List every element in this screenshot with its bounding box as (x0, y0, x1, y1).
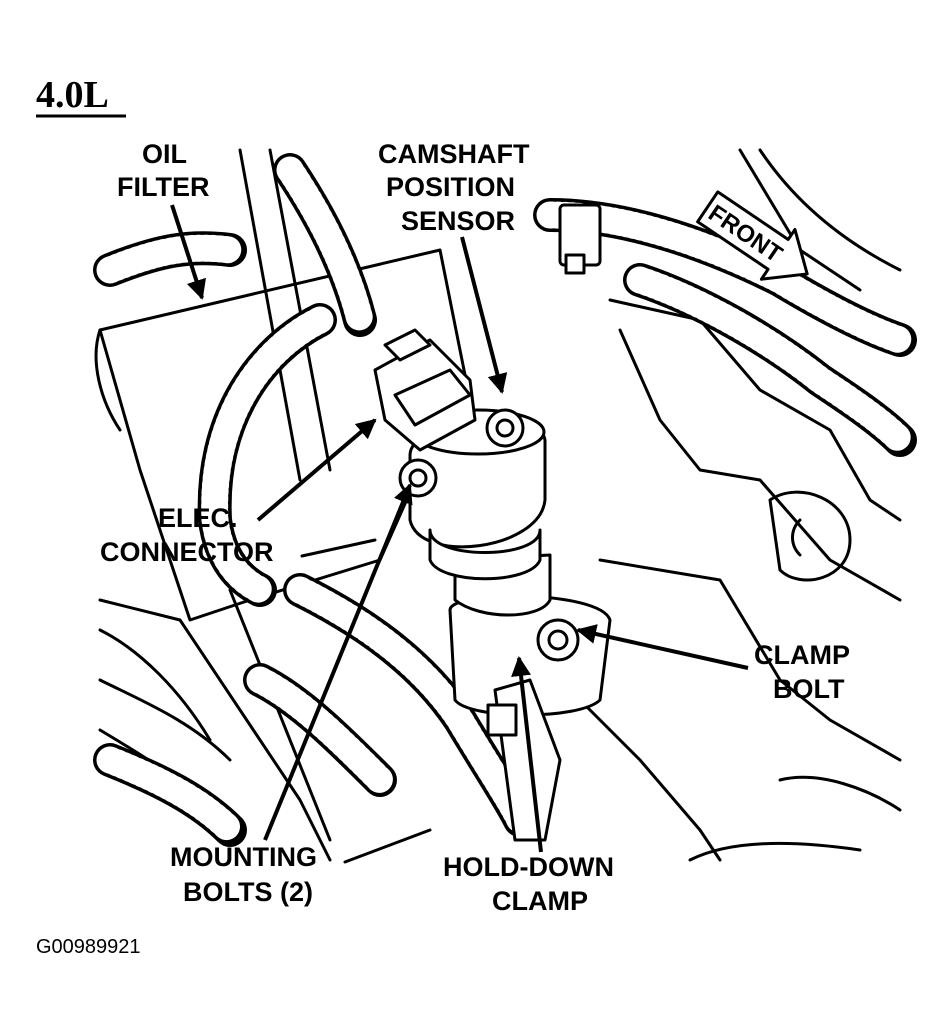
bracket-outline (568, 688, 722, 862)
block-edge-line (238, 148, 302, 482)
elec-connector-tail (300, 538, 377, 558)
bracket-outline (778, 775, 902, 812)
oil-filter-leader (170, 204, 206, 300)
manifold-outline (618, 328, 902, 602)
cps-label-line1: CAMSHAFT (378, 139, 530, 169)
mounting-bolts-label-line1: MOUNTING (170, 842, 317, 872)
oil-filter-label-line2: FILTER (117, 172, 209, 202)
block-edge-line (268, 148, 332, 472)
mounting-bolts-leader (263, 483, 413, 841)
cps-label-line2: POSITION (386, 172, 515, 202)
elec-connector-label-line2: CONNECTOR (100, 537, 274, 567)
connector-latch (393, 368, 472, 427)
elec-connector-leader (256, 418, 377, 522)
bracket-outline (598, 558, 902, 762)
engine-block-illustration (94, 148, 902, 862)
manifold-outline (608, 298, 902, 522)
oil-filter-edge (94, 328, 122, 432)
clamp-bolt-label-line1: CLAMP (754, 640, 850, 670)
lower-hose-outline (98, 678, 232, 762)
callout-hold-down-clamp: HOLD-DOWN CLAMP (443, 656, 614, 916)
hold-down-clamp-label-line2: CLAMP (492, 886, 588, 916)
clamp-bolt-label-line2: BOLT (773, 674, 845, 704)
callout-clamp-bolt: CLAMP BOLT (576, 624, 850, 704)
elec-connector-label-line1: ELEC. (158, 503, 238, 533)
hold-down-clamp-label-line1: HOLD-DOWN (443, 852, 614, 882)
sensor-housing-base (428, 528, 542, 581)
connector-cable-entry (383, 328, 432, 362)
oil-filter-label-line1: OIL (142, 139, 187, 169)
lower-hose-outline (98, 628, 212, 742)
block-lower-edge (98, 598, 332, 862)
figure-id: G00989921 (36, 936, 141, 958)
hold-down-clamp-leader (511, 656, 543, 853)
manifold-boss (768, 490, 852, 582)
mounting-bolts-tail (343, 828, 432, 864)
upper-right-edge (758, 148, 902, 272)
mounting-bolts-label-line2: BOLTS (2) (183, 877, 313, 907)
camshaft-position-sensor-illustration (373, 328, 612, 842)
engine-heading: 4.0L (36, 74, 109, 116)
manifold-boss-detail (791, 518, 802, 557)
callout-mounting-bolts: MOUNTING BOLTS (2) (170, 483, 432, 907)
cps-label-line3: SENSOR (401, 206, 515, 236)
callout-oil-filter: OIL FILTER (117, 139, 209, 300)
bracket-outline (688, 841, 862, 862)
block-lower-edge (228, 588, 332, 842)
wire-tie-tab (564, 253, 586, 275)
cps-leader (460, 236, 508, 394)
clamp-bolt-leader (576, 624, 749, 670)
callout-camshaft-position-sensor: CAMSHAFT POSITION SENSOR (378, 139, 530, 394)
callout-elec-connector: ELEC. CONNECTOR (100, 418, 377, 567)
clamp-nut (486, 703, 518, 737)
